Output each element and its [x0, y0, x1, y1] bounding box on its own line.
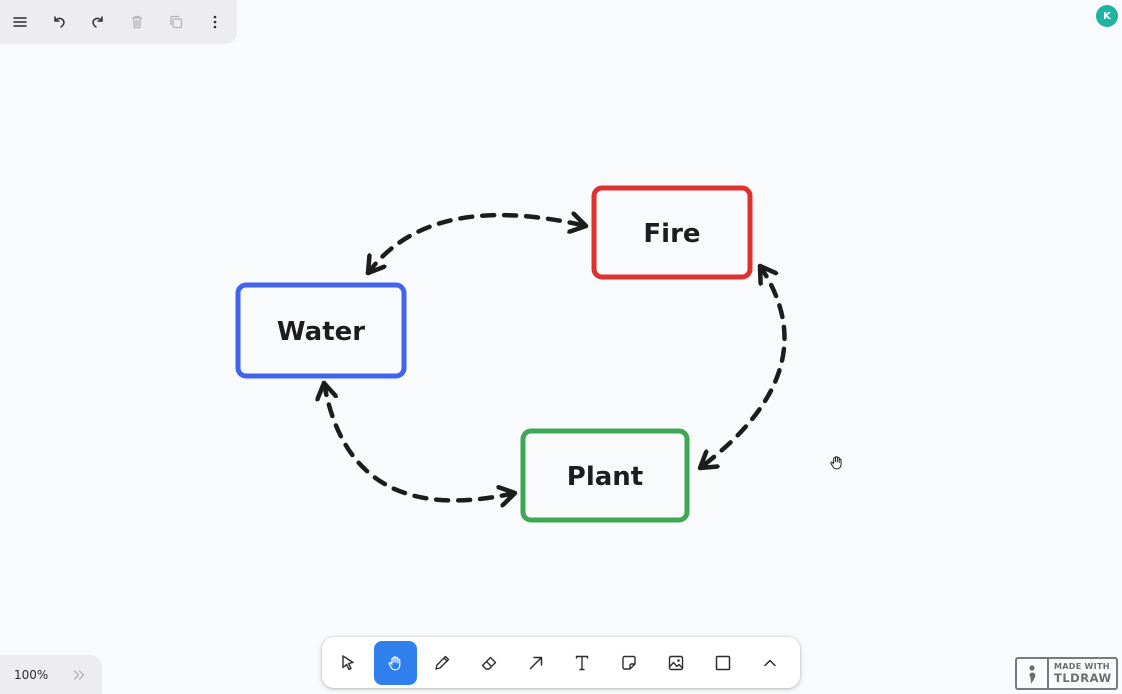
hand-cursor-icon: [830, 456, 842, 470]
main-menu-button[interactable]: [0, 0, 39, 44]
zoom-level-button[interactable]: 100%: [14, 667, 49, 682]
trash-icon: [130, 15, 143, 29]
tools-toolbar: [322, 637, 800, 688]
tool-eraser[interactable]: [467, 641, 510, 685]
user-avatar[interactable]: K: [1096, 5, 1118, 27]
made-with-tldraw-watermark[interactable]: MADE WITH TLDRAW: [1015, 657, 1118, 690]
tool-rectangle[interactable]: [701, 641, 744, 685]
tldraw-logo-icon: [1017, 659, 1049, 688]
node-fire-label: Fire: [643, 219, 700, 249]
minimap-toggle-button[interactable]: [64, 668, 94, 682]
node-water[interactable]: Water: [235, 282, 407, 379]
top-menu-bar: [0, 0, 237, 44]
image-icon: [668, 655, 684, 670]
tool-note[interactable]: [608, 641, 651, 685]
duplicate-icon: [169, 15, 182, 29]
redo-icon: [91, 16, 103, 28]
tool-more[interactable]: [748, 641, 791, 685]
arrow-water-plant[interactable]: [324, 380, 518, 500]
node-water-label: Water: [277, 317, 365, 347]
sticky-note-icon: [622, 655, 636, 670]
undo-icon: [53, 16, 65, 28]
zoom-control: 100%: [0, 655, 102, 694]
more-vertical-icon: [213, 15, 216, 29]
text-icon: [576, 655, 589, 670]
eraser-icon: [481, 656, 496, 670]
pencil-icon: [435, 655, 450, 670]
delete-button[interactable]: [117, 0, 156, 44]
tool-select[interactable]: [327, 641, 370, 685]
node-plant-label: Plant: [567, 462, 643, 492]
watermark-line2: TLDRAW: [1054, 670, 1112, 685]
arrow-water-fire[interactable]: [365, 215, 589, 276]
hand-icon: [388, 655, 401, 670]
chevrons-right-icon: [73, 669, 85, 680]
cursor-icon: [342, 654, 355, 670]
redo-button[interactable]: [78, 0, 117, 44]
undo-button[interactable]: [39, 0, 78, 44]
node-plant[interactable]: Plant: [520, 428, 690, 523]
chevron-up-icon: [763, 659, 776, 666]
tool-arrow[interactable]: [514, 641, 557, 685]
duplicate-button[interactable]: [156, 0, 195, 44]
tool-hand[interactable]: [373, 640, 417, 685]
node-fire[interactable]: Fire: [591, 185, 753, 280]
arrow-fire-plant[interactable]: [697, 263, 787, 471]
more-actions-button[interactable]: [195, 0, 234, 44]
rectangle-icon: [715, 655, 731, 670]
menu-icon: [12, 17, 27, 27]
tool-media[interactable]: [655, 641, 698, 685]
watermark-line1: MADE WITH: [1054, 662, 1110, 672]
tool-text[interactable]: [561, 641, 604, 685]
tool-draw[interactable]: [421, 641, 464, 685]
arrow-icon: [529, 656, 542, 669]
